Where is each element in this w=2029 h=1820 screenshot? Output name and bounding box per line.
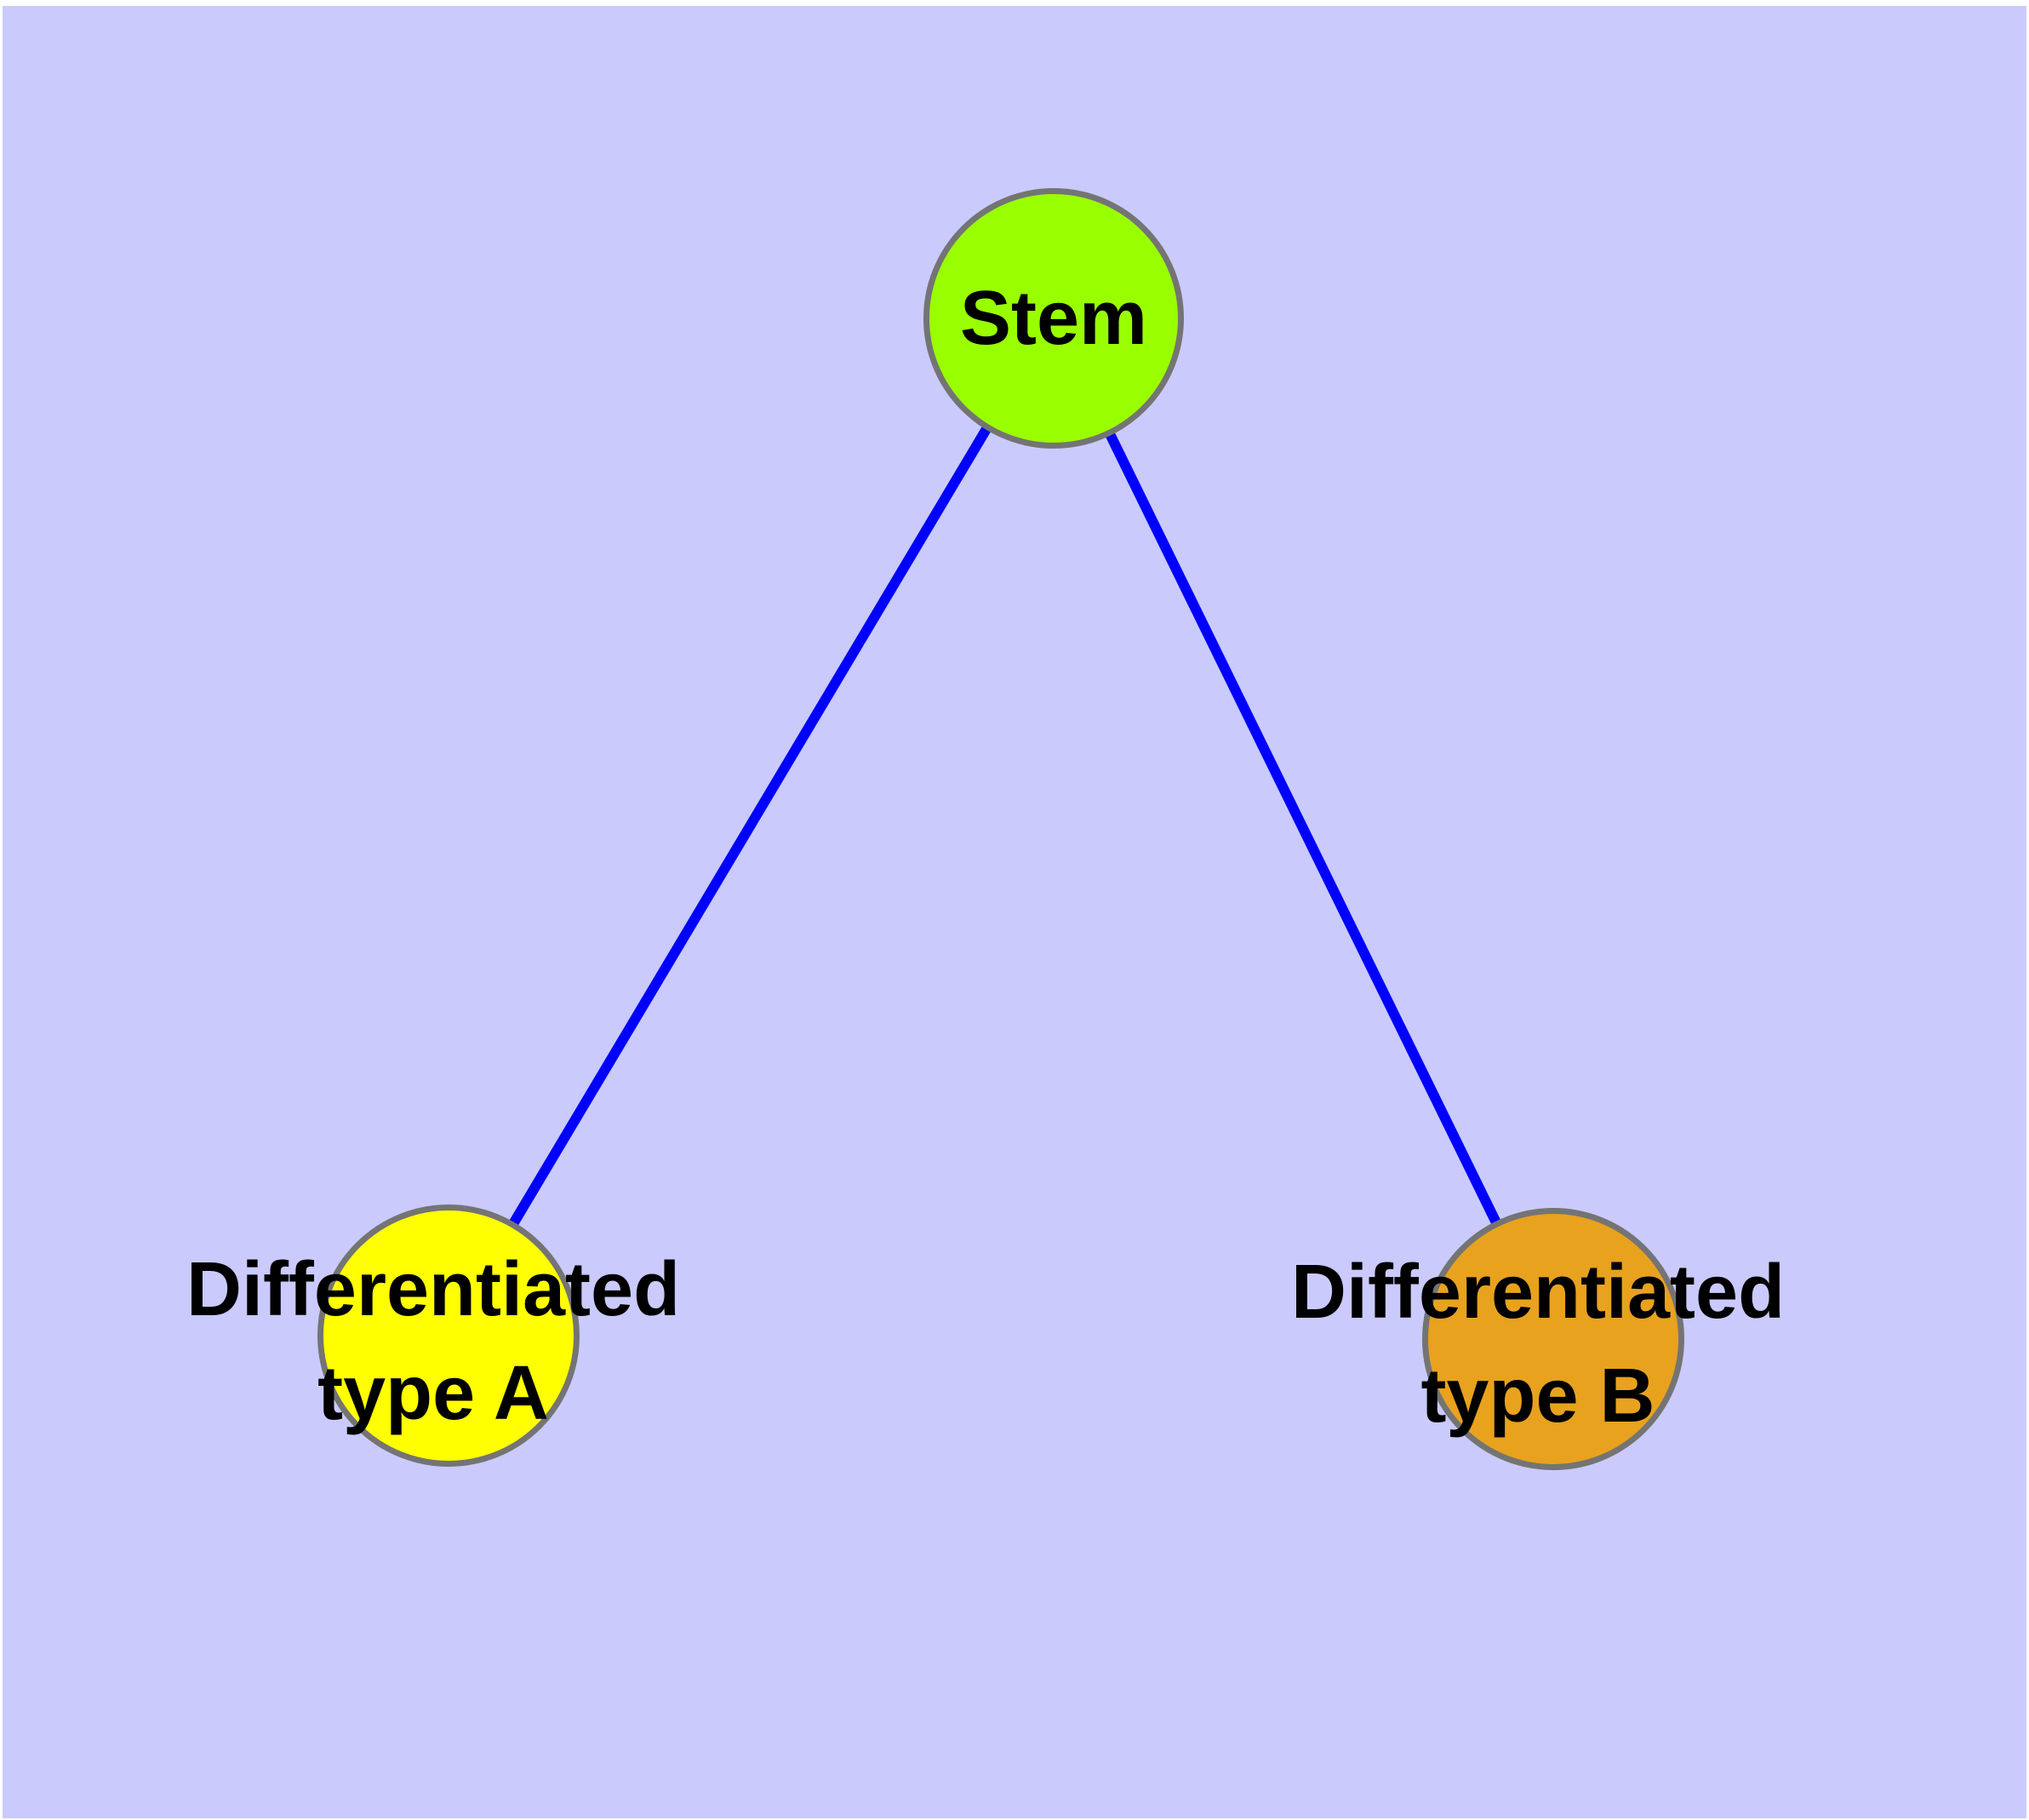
node-type-a-label-line-1: Differentiated [186, 1247, 681, 1332]
edges-layer [443, 314, 1557, 1340]
diagram-canvas: Stem Differentiated type A Differentiate… [3, 6, 2026, 1818]
node-stem [923, 188, 1184, 449]
node-differentiated-type-b [1422, 1208, 1684, 1470]
node-type-a-label-line-2: type A [317, 1351, 549, 1436]
node-type-b-label-line-2: type B [1420, 1354, 1655, 1439]
node-stem-label: Stem [960, 266, 1147, 370]
node-differentiated-type-a [317, 1205, 580, 1467]
edge-stem-to-type-a [443, 314, 1058, 1337]
node-differentiated-type-b-label: Differentiated type B [1291, 1240, 1785, 1448]
node-differentiated-type-a-label: Differentiated type A [186, 1238, 680, 1445]
edge-stem-to-type-b [1048, 315, 1557, 1340]
node-type-b-label-line-1: Differentiated [1290, 1250, 1786, 1335]
node-stem-label-line: Stem [959, 276, 1148, 361]
